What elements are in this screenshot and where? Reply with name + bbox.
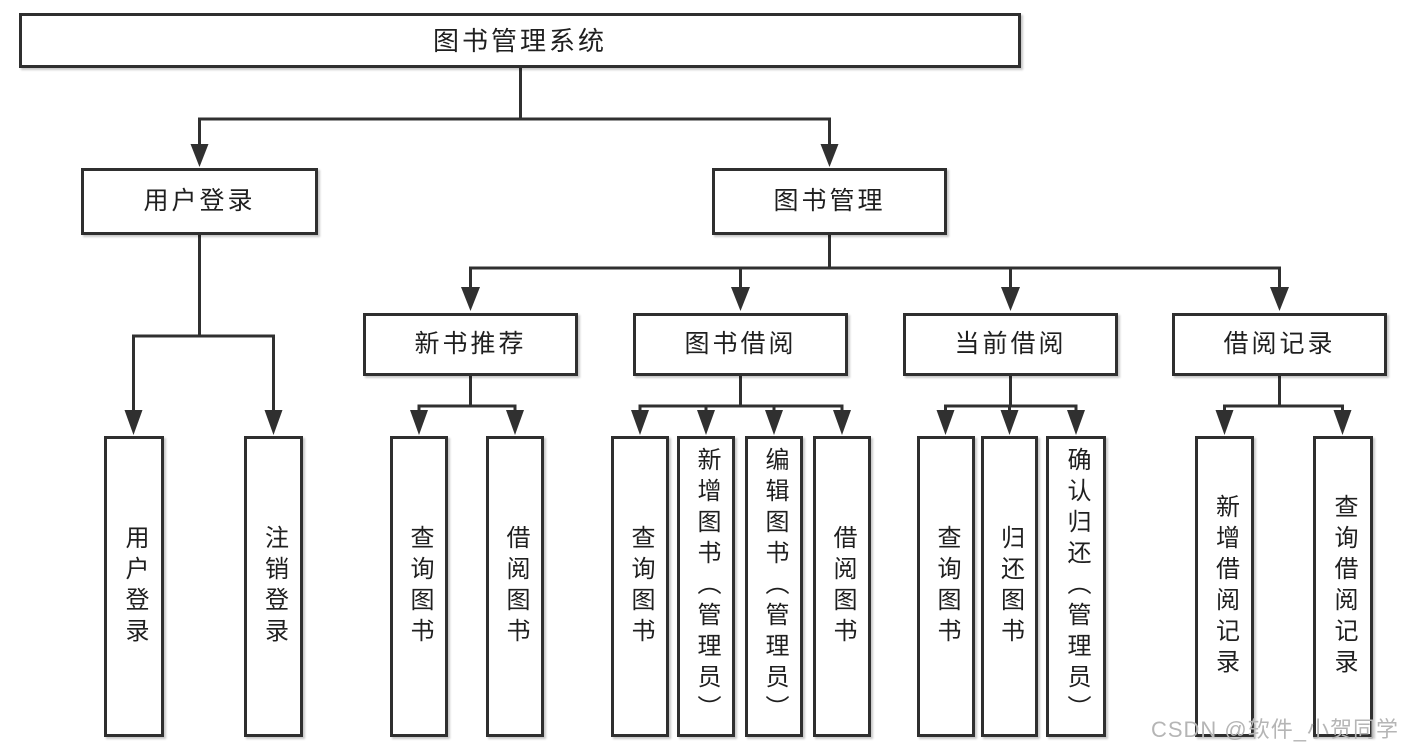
node-label: 新增借阅记录 (1211, 493, 1239, 680)
node-label: 当前借阅 (954, 330, 1067, 358)
node-leaf-logout: 注销登录 (244, 436, 303, 737)
node-label: 用户登录 (143, 187, 256, 215)
node-leaf-add-borrow-record: 新增借阅记录 (1195, 436, 1254, 737)
node-label: 新书推荐 (414, 330, 527, 358)
node-book-management-module: 图书管理 (712, 168, 947, 235)
node-leaf-query-books-2: 查询图书 (611, 436, 669, 737)
node-borrowing-records: 借阅记录 (1172, 313, 1387, 376)
node-leaf-borrow-books-1: 借阅图书 (486, 436, 544, 737)
node-label: 编辑图书（管理员） (761, 447, 788, 726)
node-label: 图书借阅 (684, 330, 797, 358)
node-leaf-return-book: 归还图书 (981, 436, 1038, 737)
node-label: 查询图书 (933, 524, 960, 649)
node-label: 确认归还（管理员） (1063, 447, 1090, 726)
node-label: 查询图书 (406, 524, 433, 649)
node-label: 注销登录 (260, 524, 288, 649)
node-leaf-edit-book-admin: 编辑图书（管理员） (745, 436, 803, 737)
node-label: 图书管理系统 (432, 25, 607, 56)
node-new-book-recommend: 新书推荐 (363, 313, 578, 376)
node-leaf-query-books-3: 查询图书 (917, 436, 975, 737)
node-label: 用户登录 (121, 524, 148, 649)
node-label: 图书管理 (773, 187, 886, 215)
node-label: 查询图书 (627, 524, 654, 649)
node-leaf-user-login: 用户登录 (104, 436, 164, 737)
watermark: CSDN @软件_小贺同学 (1150, 717, 1399, 742)
node-book-borrowing: 图书借阅 (633, 313, 848, 376)
arrowheads (124, 144, 1352, 435)
node-label: 借阅图书 (502, 524, 529, 649)
node-label: 查询借阅记录 (1330, 493, 1357, 680)
node-user-login-module: 用户登录 (81, 168, 318, 235)
node-current-borrowing: 当前借阅 (903, 313, 1118, 376)
node-system-root: 图书管理系统 (19, 13, 1021, 68)
node-leaf-confirm-return-admin: 确认归还（管理员） (1046, 436, 1106, 737)
node-label: 归还图书 (996, 524, 1024, 649)
node-leaf-add-book-admin: 新增图书（管理员） (677, 436, 735, 737)
node-label: 借阅记录 (1223, 330, 1336, 358)
node-label: 新增图书（管理员） (693, 447, 720, 726)
node-leaf-borrow-books-2: 借阅图书 (813, 436, 871, 737)
node-leaf-query-books-1: 查询图书 (390, 436, 448, 737)
node-label: 借阅图书 (829, 524, 856, 649)
node-leaf-query-borrow-record: 查询借阅记录 (1313, 436, 1373, 737)
